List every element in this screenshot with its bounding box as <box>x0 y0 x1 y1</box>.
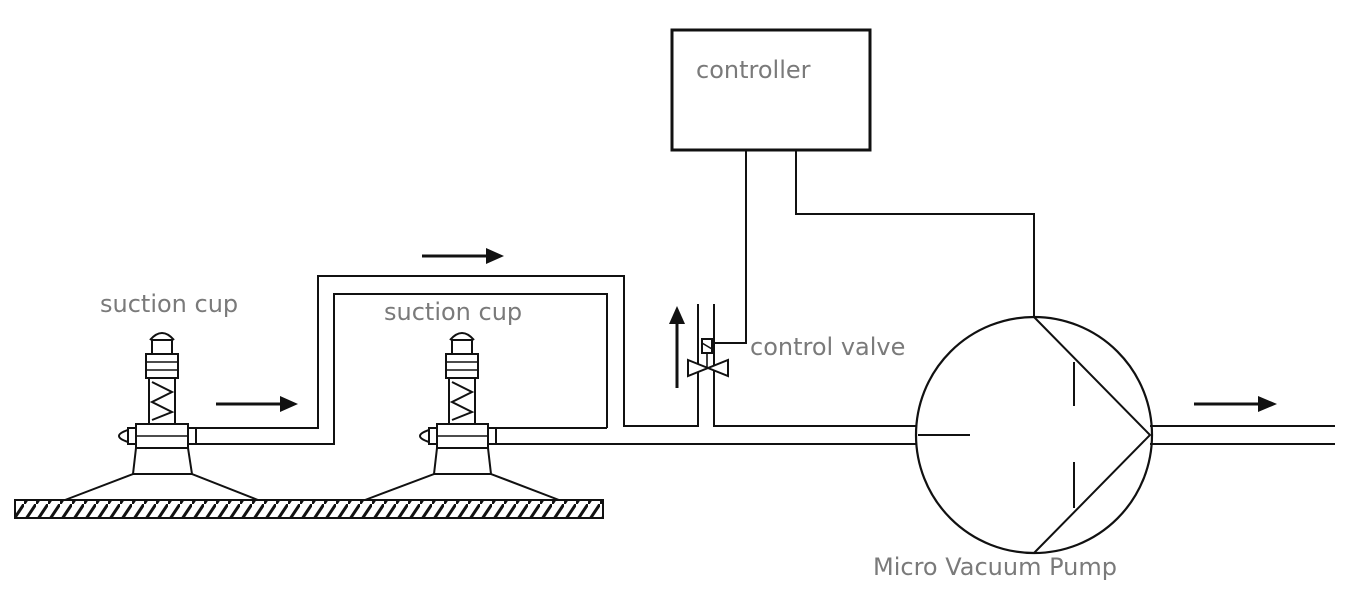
flow-arrow-1 <box>216 396 298 412</box>
control-valve-label: control valve <box>750 333 906 361</box>
flow-arrow-exhaust <box>1194 396 1277 412</box>
control-valve <box>687 338 729 378</box>
suction-cup-1-label: suction cup <box>100 290 239 318</box>
exhaust-pipe <box>1150 425 1335 445</box>
pump-label: Micro Vacuum Pump <box>873 553 1117 581</box>
suction-cup-2 <box>364 332 560 501</box>
controller-label: controller <box>696 56 811 84</box>
pipe-main <box>496 304 918 445</box>
controller-box <box>670 28 872 152</box>
pipe-cup1 <box>196 275 699 445</box>
vacuum-pump <box>914 315 1154 555</box>
flow-arrow-2 <box>422 248 504 264</box>
signal-wires <box>712 150 1035 344</box>
work-surface <box>14 499 604 519</box>
suction-cup-1 <box>64 332 259 501</box>
suction-cup-2-label: suction cup <box>384 298 523 326</box>
flow-arrow-up <box>669 306 685 388</box>
